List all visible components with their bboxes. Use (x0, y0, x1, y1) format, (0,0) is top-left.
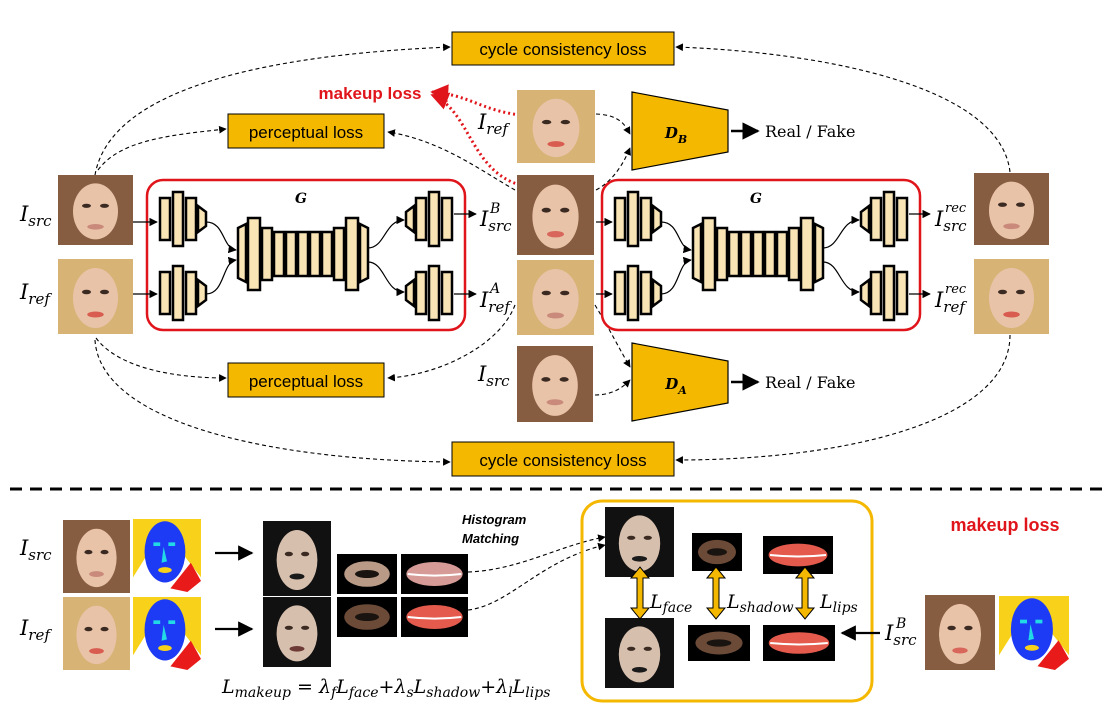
photo-i-src-b (517, 175, 594, 255)
lips-crop-result-top (763, 536, 833, 574)
photo-i-src-b-bottom (925, 595, 995, 670)
perceptual-loss-bottom-box: perceptual loss (227, 362, 385, 398)
dashed-connections (94, 43, 1011, 611)
eye-crop-src (337, 554, 397, 594)
double-arrows (629, 566, 816, 620)
label-rec-sup-1: rec (945, 201, 967, 216)
label-b-sup: B (489, 201, 500, 217)
da-output-label: Real / Fake (765, 373, 855, 392)
cycle-loss-bottom-label: cycle consistency loss (479, 451, 646, 470)
label-i-ref-bottom-left: Iref (19, 616, 52, 644)
parsing-map-ref (133, 597, 201, 670)
photo-i-ref-bottom-left (63, 597, 130, 670)
label-i-ref-a: Iref (479, 288, 512, 316)
label-rec-sup-2: rec (945, 282, 967, 297)
label-i-src-b-bottom: Isrc (884, 621, 917, 649)
double-arrow-icon (794, 566, 816, 620)
label-i-src-left: Isrc (19, 202, 52, 230)
perceptual-loss-top-label: perceptual loss (249, 123, 363, 142)
masked-face-src (263, 521, 331, 596)
label-i-src-rec: Isrc (934, 207, 967, 235)
symbol-labels: Isrc Iref Iref Isrc B Iref A Isrc Isrc r… (19, 110, 967, 649)
generator-left: G (145, 178, 467, 332)
l-lips-label: Llips (819, 591, 858, 616)
eye-crop-ref (337, 597, 397, 637)
generator-right: G (600, 178, 922, 332)
perceptual-loss-bottom-label: perceptual loss (249, 372, 363, 391)
makeup-loss-arrows (430, 84, 521, 187)
db-label: D (664, 124, 678, 142)
lips-crop-ref (401, 597, 468, 637)
makeup-loss-bottom-label: makeup loss (950, 515, 1059, 535)
da-label: D (664, 375, 678, 393)
lips-crop-result-bottom (763, 625, 835, 661)
photo-i-src-bottom-left (63, 520, 130, 593)
label-i-ref-left: Iref (19, 280, 52, 308)
photo-i-src-left (58, 175, 133, 245)
photo-i-ref-left (58, 259, 133, 334)
svg-text:DA: DA (664, 375, 687, 397)
generator-left-label: G (295, 191, 307, 207)
l-face-label: Lface (649, 591, 692, 616)
cycle-loss-bottom-box: cycle consistency loss (451, 441, 675, 477)
photo-i-ref-top (517, 90, 595, 163)
svg-text:DB: DB (664, 124, 687, 146)
lips-crop-src (401, 554, 468, 594)
masked-face-result-bottom (605, 618, 674, 688)
photo-i-ref-a (517, 260, 594, 335)
eye-crop-result-bottom (688, 625, 750, 661)
label-a-sup: A (488, 281, 500, 297)
db-output-label: Real / Fake (765, 122, 855, 141)
makeup-loss-bracket (580, 499, 874, 703)
double-arrow-icon (705, 566, 727, 620)
label-i-ref-top: Iref (477, 110, 510, 138)
label-b-sup-bottom: B (895, 616, 906, 632)
da-sub: A (677, 384, 687, 397)
label-i-src-b: Isrc (479, 207, 512, 235)
double-arrow-icon (629, 566, 651, 620)
histogram-matching-label: Histogram Matching (462, 512, 527, 546)
face-photos (58, 90, 1069, 688)
label-i-src-bottom: Isrc (477, 362, 510, 390)
parsing-map-src (133, 519, 201, 592)
component-loss-labels: Lface Lshadow Llips (649, 591, 858, 616)
histogram-label-line2: Matching (462, 531, 519, 546)
makeup-equation: Lmakeup = λfLface+λsLshadow+λlLlips (221, 676, 550, 701)
masked-face-ref (263, 597, 331, 667)
bottom-arrows (215, 545, 880, 641)
label-i-src-bottom-left: Isrc (19, 536, 52, 564)
masked-face-result-top (605, 507, 674, 577)
discriminator-b: DB Real / Fake (631, 91, 855, 171)
makeup-loss-top-label: makeup loss (319, 84, 422, 103)
photo-i-src-rec (974, 173, 1049, 245)
perceptual-loss-top-box: perceptual loss (227, 113, 385, 149)
generator-right-label: G (750, 191, 762, 207)
label-i-ref-rec: Iref (934, 288, 967, 316)
photo-i-ref-rec (974, 259, 1049, 334)
parsing-map-src-b (999, 596, 1069, 670)
photo-i-src-bottom (517, 346, 593, 422)
histogram-label-line1: Histogram (462, 512, 527, 527)
discriminator-a: DA Real / Fake (631, 342, 855, 422)
solid-flow-arrows (133, 209, 931, 299)
l-shadow-label: Lshadow (726, 591, 794, 616)
db-sub: B (677, 133, 687, 146)
cycle-loss-top-box: cycle consistency loss (451, 31, 675, 66)
eye-crop-result-top (692, 533, 742, 571)
cycle-loss-top-label: cycle consistency loss (479, 40, 646, 59)
